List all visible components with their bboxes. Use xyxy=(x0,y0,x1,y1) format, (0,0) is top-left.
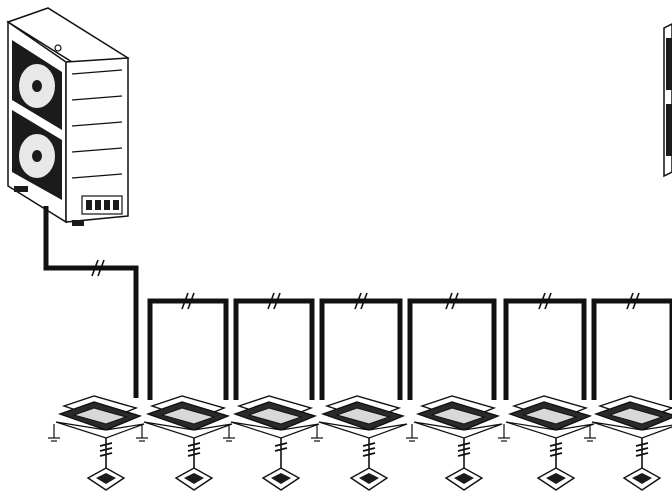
cable-tick-marks xyxy=(267,292,281,310)
ground-icon xyxy=(48,424,60,442)
indoor-unit xyxy=(136,395,233,491)
link-cable xyxy=(591,292,672,400)
indoor-unit xyxy=(498,395,595,491)
cassette-unit-icon xyxy=(143,395,233,439)
control-cable xyxy=(457,438,471,470)
cable-tick-marks xyxy=(181,292,195,310)
indoor-unit xyxy=(406,395,503,491)
control-cable xyxy=(362,438,376,470)
control-cable xyxy=(635,438,649,470)
remote-controller-icon xyxy=(174,467,214,491)
control-cable xyxy=(187,438,201,470)
link-cable xyxy=(503,292,587,400)
ground-icon xyxy=(223,424,235,442)
cassette-unit-icon xyxy=(591,395,672,439)
control-cable xyxy=(274,438,288,470)
indoor-unit xyxy=(311,395,408,491)
ground-icon xyxy=(498,424,510,442)
cable-tick-marks xyxy=(538,292,552,310)
fan-grille-icon xyxy=(12,110,62,200)
ground-icon xyxy=(136,424,148,442)
cassette-unit-icon xyxy=(230,395,320,439)
remote-controller-icon xyxy=(622,467,662,491)
ground-icon xyxy=(406,424,418,442)
cassette-unit-icon xyxy=(505,395,595,439)
remote-controller-icon xyxy=(86,467,126,491)
ground-icon xyxy=(311,424,323,442)
link-cable xyxy=(233,292,315,400)
remote-controller-icon xyxy=(444,467,484,491)
cassette-unit-icon xyxy=(55,395,145,439)
indoor-unit xyxy=(48,395,145,491)
control-cable xyxy=(99,438,113,470)
remote-controller-icon xyxy=(536,467,576,491)
fan-grille-icon xyxy=(12,40,62,130)
cable-tick-marks xyxy=(626,292,640,310)
link-cable xyxy=(147,292,229,400)
indoor-units xyxy=(48,395,672,491)
link-cable xyxy=(319,292,403,400)
ground-icon xyxy=(584,424,596,442)
link-cable xyxy=(407,292,497,400)
link-cables xyxy=(147,292,672,400)
cable-tick-marks xyxy=(445,292,459,310)
remote-controller-icon xyxy=(261,467,301,491)
cable-tick-marks xyxy=(354,292,368,310)
terminal-block xyxy=(86,200,119,210)
outdoor-unit xyxy=(6,7,130,226)
cassette-unit-icon xyxy=(318,395,408,439)
control-cable xyxy=(549,438,563,470)
main-cable xyxy=(43,206,139,398)
indoor-unit xyxy=(223,395,320,491)
cable-tick-marks xyxy=(91,259,105,277)
indoor-unit xyxy=(584,395,672,491)
cassette-unit-icon xyxy=(413,395,503,439)
remote-controller-icon xyxy=(349,467,389,491)
outdoor-unit-partial xyxy=(663,23,672,178)
